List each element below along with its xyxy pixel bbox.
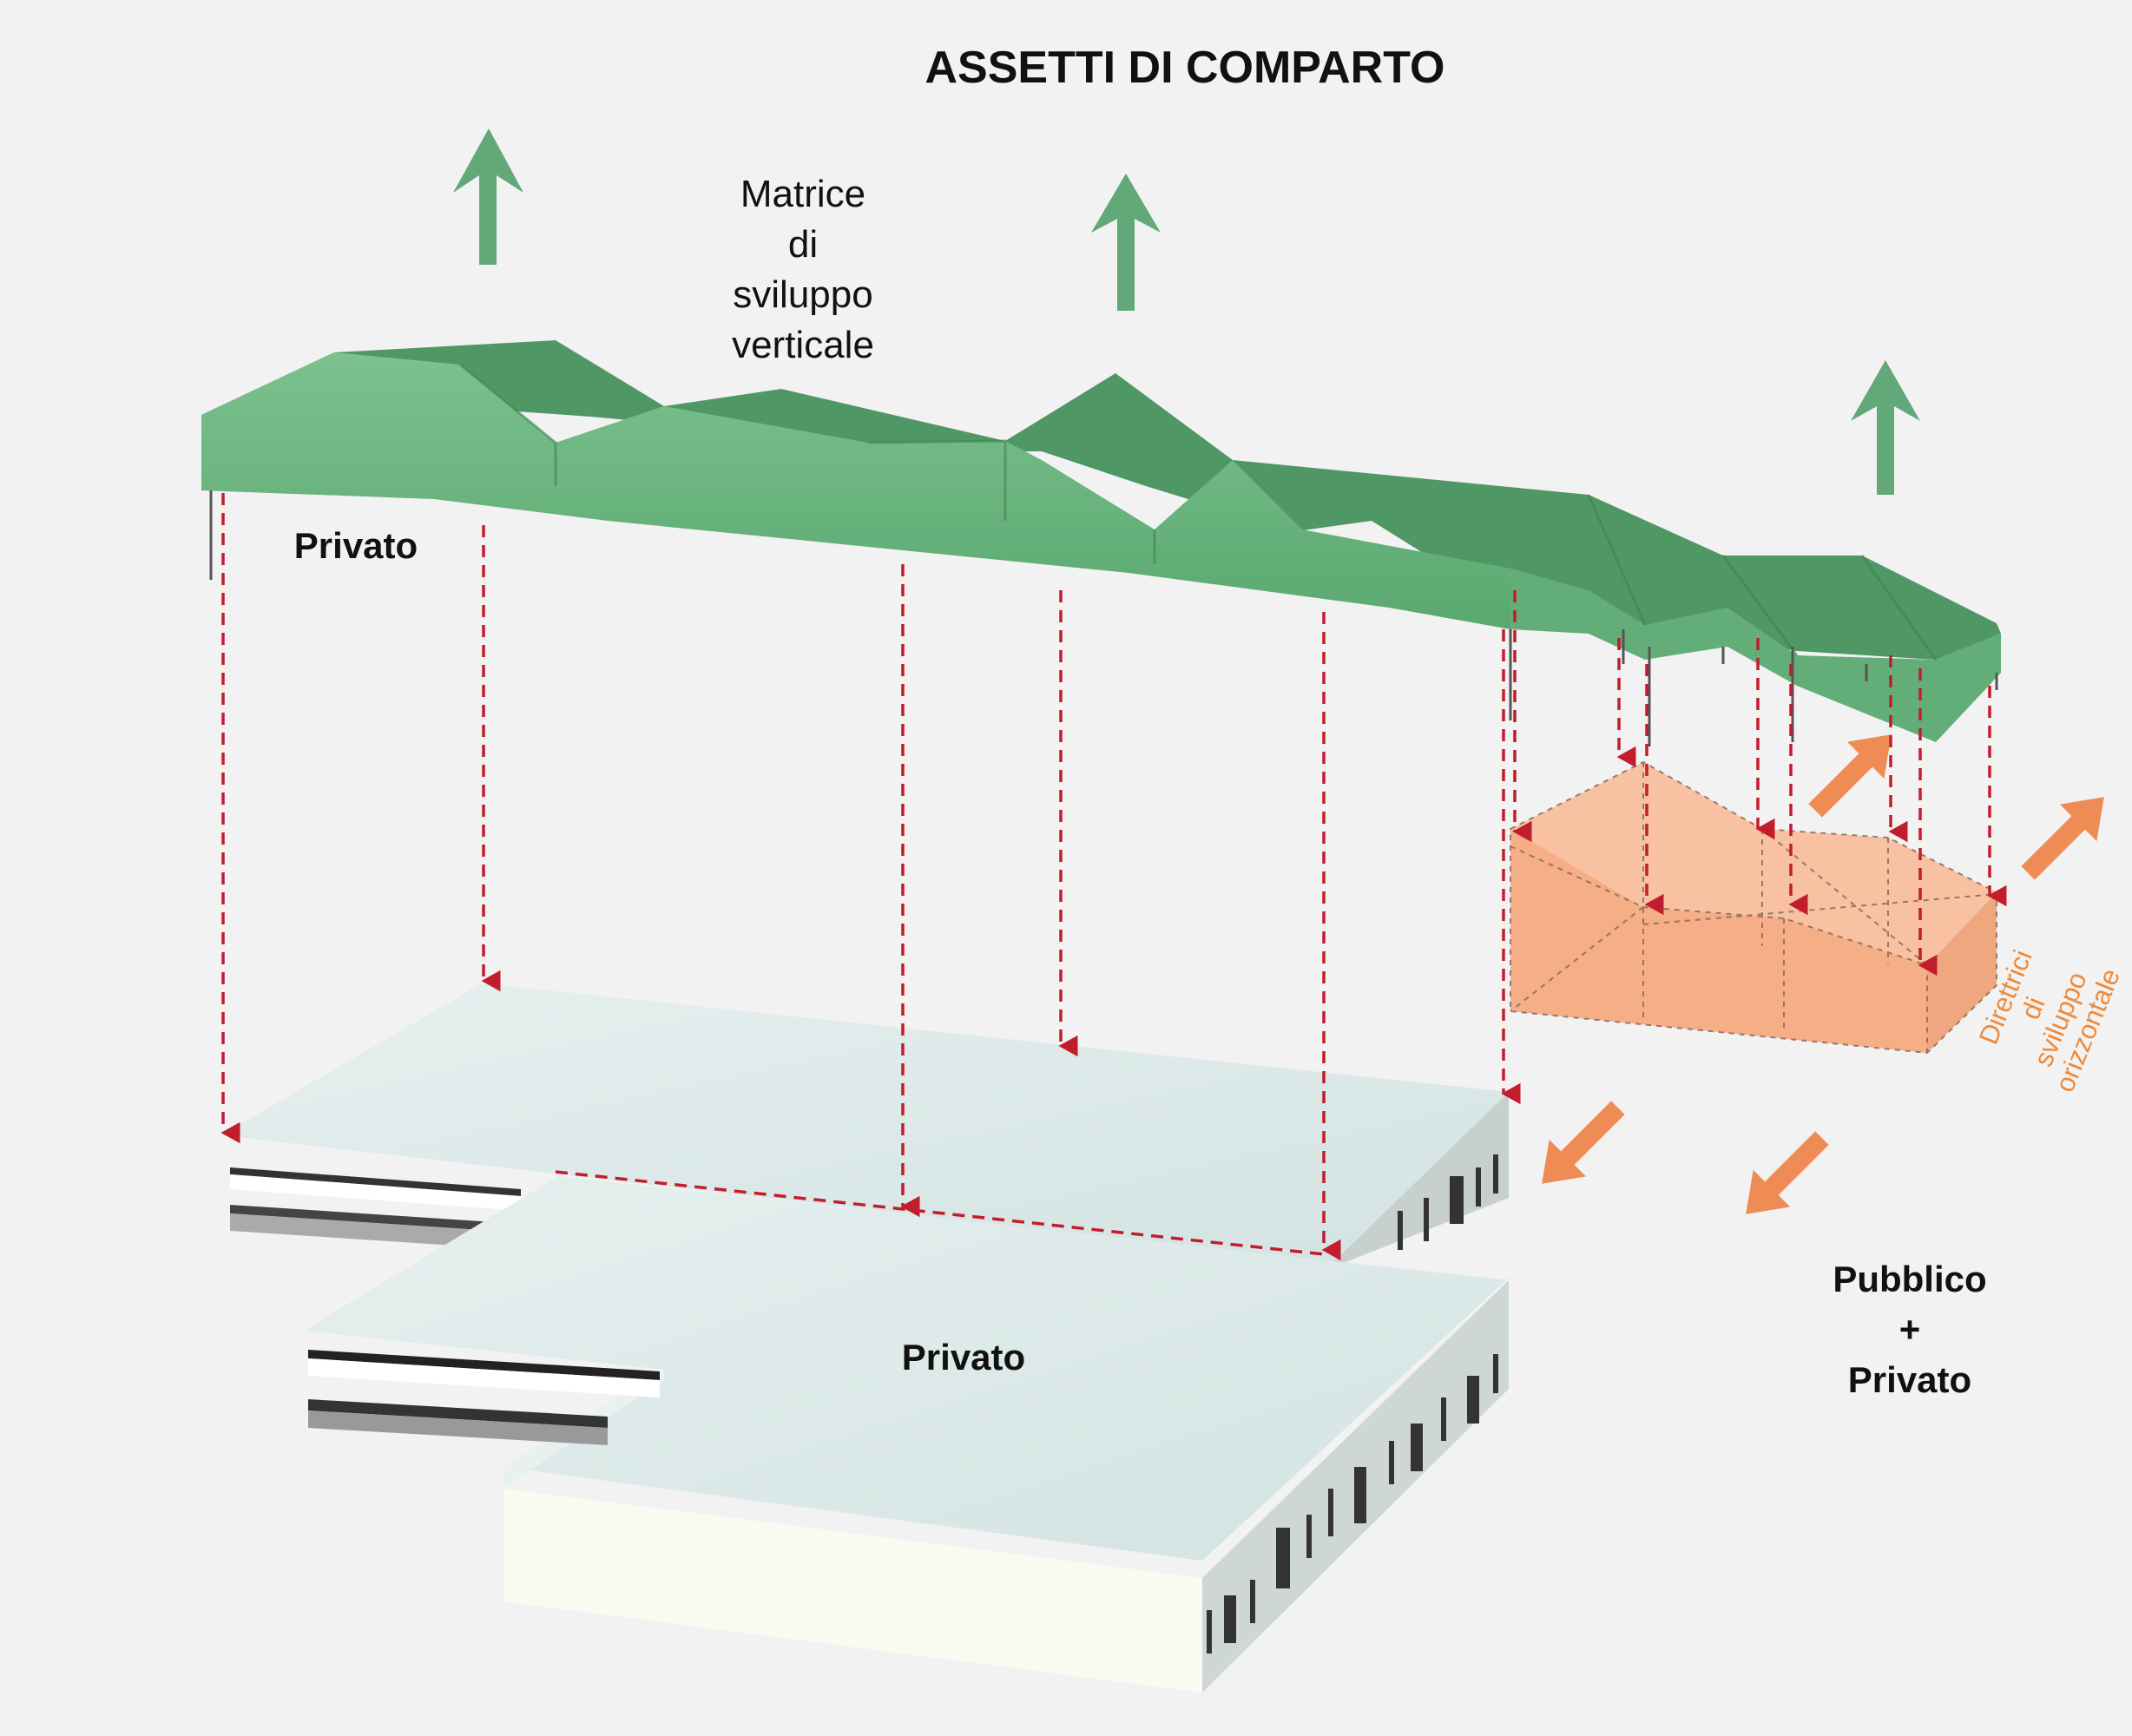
upper-slab-floors xyxy=(230,1167,521,1250)
lower-slab-windows xyxy=(1207,1354,1498,1654)
vertical-matrix-label: Matrice di sviluppo verticale xyxy=(677,169,929,371)
orange-arrow-icon xyxy=(1808,734,1892,818)
orange-volume-top xyxy=(1510,762,1997,965)
projection-lines xyxy=(220,493,2007,1261)
green-up-arrows xyxy=(453,128,1920,495)
vertical-matrix-line: Matrice xyxy=(740,173,866,215)
upper-slab-top xyxy=(221,983,1509,1263)
orange-arrow-icon xyxy=(1746,1131,1829,1214)
diagram-title: ASSETTI DI COMPARTO xyxy=(925,43,1445,93)
green-roof-wing-face xyxy=(1510,569,2001,742)
green-up-arrow-icon xyxy=(453,128,523,265)
public-private-label: Pubblico + Privato xyxy=(1780,1254,2040,1405)
orange-arrow-icon xyxy=(1542,1101,1625,1184)
orange-volume-front xyxy=(1510,829,1927,1053)
projection-outline xyxy=(555,1170,1325,1256)
upper-slab-side xyxy=(1332,1092,1509,1267)
green-roof-volume xyxy=(201,340,2001,746)
vertical-matrix-line: verticale xyxy=(732,324,874,366)
orange-arrows xyxy=(1542,734,2104,1214)
vertical-matrix-line: di xyxy=(787,223,819,266)
orange-arrow-icon xyxy=(2021,797,2104,880)
upper-slab xyxy=(221,983,1509,1267)
green-up-arrow-icon xyxy=(1091,174,1161,311)
private-top-label: Privato xyxy=(293,525,418,566)
lower-slab-top xyxy=(304,1176,1509,1561)
upper-slab-windows xyxy=(1398,1154,1498,1250)
vertical-matrix-line: sviluppo xyxy=(733,273,873,316)
public-private-line: Privato xyxy=(1847,1359,1972,1400)
private-bottom-label: Privato xyxy=(901,1337,1026,1378)
lower-slab xyxy=(304,1176,1509,1693)
lower-slab-front xyxy=(503,1489,1202,1693)
orange-volume-side xyxy=(1927,892,1997,1053)
roof-pillars xyxy=(209,490,1998,746)
orange-volume xyxy=(1510,760,1997,1055)
lower-slab-floors xyxy=(308,1350,660,1445)
green-up-arrow-icon xyxy=(1851,360,1920,495)
public-private-line: + xyxy=(1898,1309,1921,1350)
public-private-line: Pubblico xyxy=(1833,1259,1987,1299)
